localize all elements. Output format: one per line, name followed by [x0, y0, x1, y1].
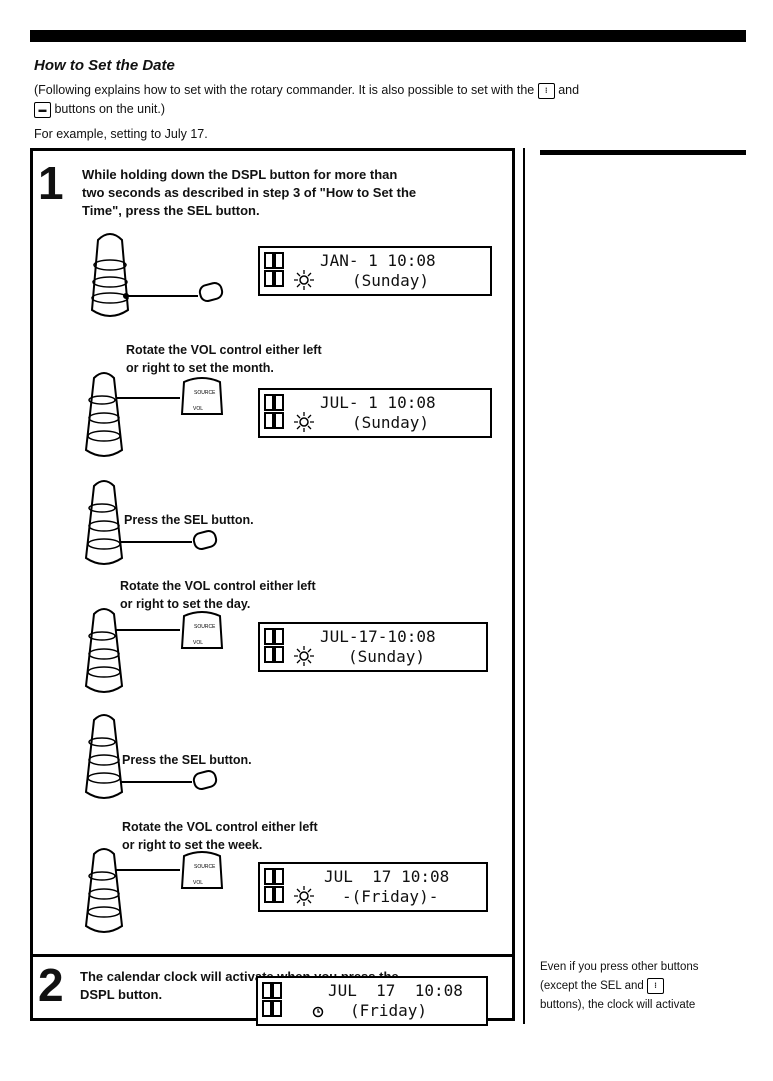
lcd-display-3: JUL-17-10:08 (Sunday) — [258, 622, 488, 672]
step-number-1: 1 — [38, 157, 64, 209]
step-1-text: While holding down the DSPL button for m… — [82, 166, 416, 220]
step-1-line: While holding down the DSPL button for m… — [82, 167, 398, 182]
lcd-line-1: JUL 17 10:08 — [324, 867, 450, 886]
instruction-text: Press the SEL button. — [124, 511, 254, 529]
instruction-line: Press the SEL button. — [122, 753, 252, 767]
sun-icon — [294, 270, 314, 290]
lcd-line-1: JUL- 1 10:08 — [320, 393, 436, 412]
side-note-line: (except the SEL and — [540, 980, 644, 992]
lcd-segment-icon — [262, 982, 282, 1018]
instruction-line: Press the SEL button. — [124, 513, 254, 527]
step-number-2: 2 — [38, 959, 64, 1011]
intro-paragraph: (Following explains how to set with the … — [34, 81, 754, 119]
rotary-commander-illustration — [84, 714, 218, 799]
section-title: How to Set the Date — [34, 57, 175, 74]
lcd-segment-icon — [264, 252, 284, 288]
instruction-line: Rotate the VOL control either left — [122, 820, 318, 834]
example-text: For example, setting to July 17. — [34, 127, 208, 141]
intro-line-2: buttons on the unit.) — [54, 102, 165, 116]
vol-label: VOL — [193, 880, 203, 886]
instruction-text: Press the SEL button. — [122, 751, 252, 769]
source-label: SOURCE — [194, 864, 216, 870]
instruction-line: or right to set the week. — [122, 838, 263, 852]
lcd-display-4: JUL 17 10:08 -(Friday)- — [258, 862, 488, 912]
step-1-line: Time", press the SEL button. — [82, 203, 260, 218]
instruction-line: or right to set the day. — [120, 597, 251, 611]
sun-icon — [294, 646, 314, 666]
lcd-line-2: (Friday) — [350, 1001, 428, 1020]
rotary-commander-illustration: SOURCE VOL — [84, 848, 224, 933]
unit-button-icon: ⁝ — [646, 977, 664, 994]
vol-label: VOL — [193, 640, 203, 646]
side-note: Even if you press other buttons (except … — [540, 958, 750, 1015]
lcd-line-1: JUL 17 10:08 — [328, 981, 463, 1000]
lcd-display-1: JAN- 1 10:08 (Sunday) — [258, 246, 492, 296]
rotary-commander-illustration — [84, 480, 218, 565]
instruction-text: Rotate the VOL control either left or ri… — [122, 818, 318, 854]
lcd-line-2: (Sunday) — [348, 647, 426, 666]
intro-and: and — [558, 83, 580, 97]
lcd-line-1: JUL-17-10:08 — [320, 627, 436, 646]
lcd-display-5: JUL 17 10:08 (Friday) — [256, 976, 488, 1026]
instruction-line: Rotate the VOL control either left — [126, 343, 322, 357]
instruction-line: or right to set the month. — [126, 361, 274, 375]
top-rule — [30, 30, 746, 42]
lcd-line-2: (Sunday) — [352, 271, 430, 290]
source-label: SOURCE — [194, 624, 216, 630]
intro-line-1: (Following explains how to set with the … — [34, 83, 535, 97]
lcd-display-2: JUL- 1 10:08 (Sunday) — [258, 388, 492, 438]
lcd-segment-icon — [264, 868, 284, 904]
rotary-commander-illustration — [90, 233, 224, 317]
side-note-line: Even if you press other buttons — [540, 961, 699, 973]
instruction-text: Rotate the VOL control either left or ri… — [120, 577, 316, 613]
unit-button-icon: ⁝ — [537, 82, 555, 99]
side-column-bar — [540, 150, 746, 155]
rotary-commander-illustration: SOURCE VOL — [84, 372, 224, 457]
sun-icon — [294, 412, 314, 432]
vol-label: VOL — [193, 406, 203, 412]
column-rule — [523, 148, 525, 1024]
instruction-text: Rotate the VOL control either left or ri… — [126, 341, 322, 377]
step-divider — [30, 954, 515, 957]
instruction-line: Rotate the VOL control either left — [120, 579, 316, 593]
lcd-line-1: JAN- 1 10:08 — [320, 251, 436, 270]
sun-icon — [294, 886, 314, 906]
step-1-line: two seconds as described in step 3 of "H… — [82, 185, 417, 200]
rotary-commander-illustration: SOURCE VOL — [84, 608, 224, 693]
side-note-line: buttons), the clock will activate — [540, 999, 696, 1011]
step-2-line: DSPL button. — [80, 987, 163, 1002]
clock-icon — [312, 1006, 324, 1018]
lcd-segment-icon — [264, 394, 284, 430]
sel-button-icon: ▬ — [34, 101, 51, 118]
source-label: SOURCE — [194, 390, 216, 396]
lcd-segment-icon — [264, 628, 284, 664]
lcd-line-2: (Sunday) — [352, 413, 430, 432]
lcd-line-2: -(Friday)- — [342, 887, 439, 906]
